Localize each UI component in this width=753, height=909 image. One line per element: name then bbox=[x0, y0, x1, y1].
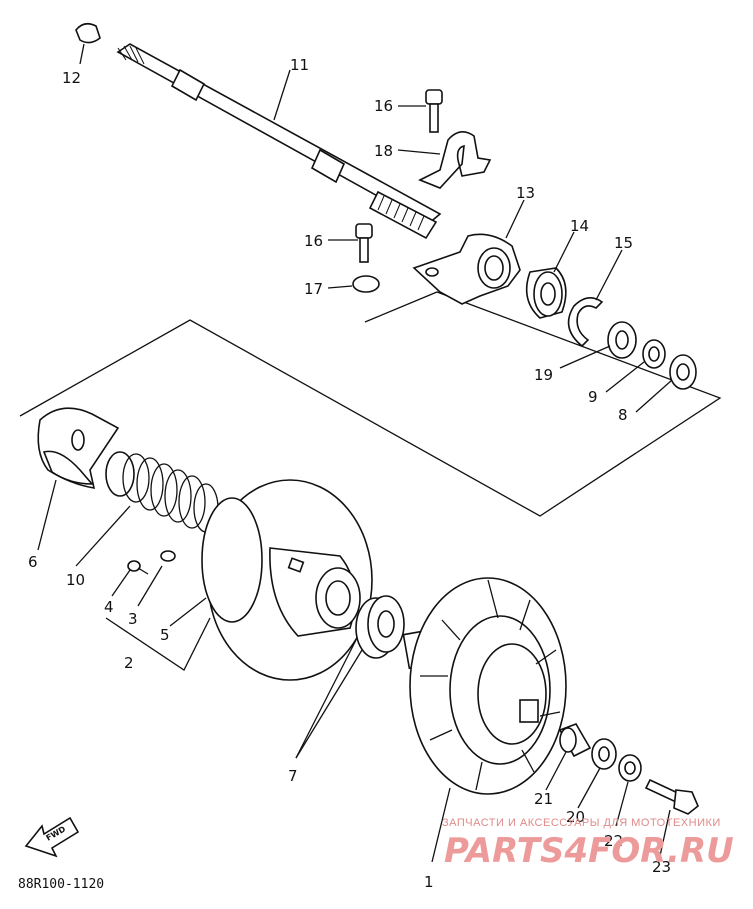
label-19: 19 bbox=[534, 366, 553, 384]
watermark: ЗАПЧАСТИ И АКСЕССУАРЫ ДЛЯ МОТОТЕХНИКИ PA… bbox=[442, 817, 734, 871]
label-2: 2 bbox=[124, 654, 134, 672]
label-16-lower: 16 bbox=[304, 232, 323, 250]
label-16-upper: 16 bbox=[374, 97, 393, 115]
label-6: 6 bbox=[28, 553, 38, 571]
bolt-part-23 bbox=[644, 778, 699, 815]
part-labels: 1 2 3 4 5 6 7 8 9 10 11 12 13 14 15 16 1… bbox=[28, 56, 671, 891]
washer-part-19 bbox=[607, 321, 637, 359]
diagram-code: 88R100-1120 bbox=[18, 877, 104, 892]
label-8: 8 bbox=[618, 406, 628, 424]
cap-part-12 bbox=[75, 22, 101, 44]
assembly-outline bbox=[19, 291, 722, 517]
spacer-part-21 bbox=[558, 723, 592, 758]
shaft-part-11 bbox=[116, 43, 442, 240]
label-9: 9 bbox=[588, 388, 598, 406]
label-13: 13 bbox=[516, 184, 535, 202]
label-21: 21 bbox=[534, 790, 553, 808]
leader-lines bbox=[37, 43, 673, 863]
label-20: 20 bbox=[566, 808, 585, 826]
bracket-part-18 bbox=[418, 131, 492, 189]
label-22: 22 bbox=[604, 832, 623, 850]
label-17: 17 bbox=[304, 280, 323, 298]
watermark-logo: PARTS4FOR.RU bbox=[444, 831, 734, 871]
bolt-part-16-lower bbox=[355, 223, 373, 263]
washer-part-9 bbox=[642, 339, 666, 369]
watermark-line1: ЗАПЧАСТИ И АКСЕССУАРЫ ДЛЯ МОТОТЕХНИКИ bbox=[442, 817, 721, 829]
screw-part-4 bbox=[127, 560, 149, 575]
washer-part-20 bbox=[591, 738, 617, 770]
label-15: 15 bbox=[614, 234, 633, 252]
collar-part-7 bbox=[355, 595, 405, 659]
label-1: 1 bbox=[424, 873, 434, 891]
circlip-part-15 bbox=[567, 297, 604, 348]
label-18: 18 bbox=[374, 142, 393, 160]
fixed-sheave-part-1 bbox=[402, 577, 567, 795]
label-5: 5 bbox=[160, 626, 170, 644]
bearing-part-14 bbox=[525, 267, 567, 319]
washer-part-17 bbox=[352, 275, 380, 293]
spring-part-10 bbox=[105, 451, 219, 533]
sliding-sheave bbox=[201, 479, 373, 681]
fwd-arrow-icon: FWD bbox=[24, 816, 80, 858]
bolt-part-16-upper bbox=[425, 89, 443, 133]
slider-part-3 bbox=[160, 550, 176, 562]
label-10: 10 bbox=[66, 571, 85, 589]
washer-part-8 bbox=[669, 354, 697, 390]
bearing-housing-part-13 bbox=[412, 233, 521, 305]
label-12: 12 bbox=[62, 69, 81, 87]
label-4: 4 bbox=[104, 598, 114, 616]
label-11: 11 bbox=[290, 56, 309, 74]
label-3: 3 bbox=[128, 610, 138, 628]
washer-part-22 bbox=[618, 754, 642, 782]
cam-part-6 bbox=[37, 407, 120, 489]
label-7: 7 bbox=[288, 767, 298, 785]
label-14: 14 bbox=[570, 217, 589, 235]
label-23: 23 bbox=[652, 858, 671, 876]
